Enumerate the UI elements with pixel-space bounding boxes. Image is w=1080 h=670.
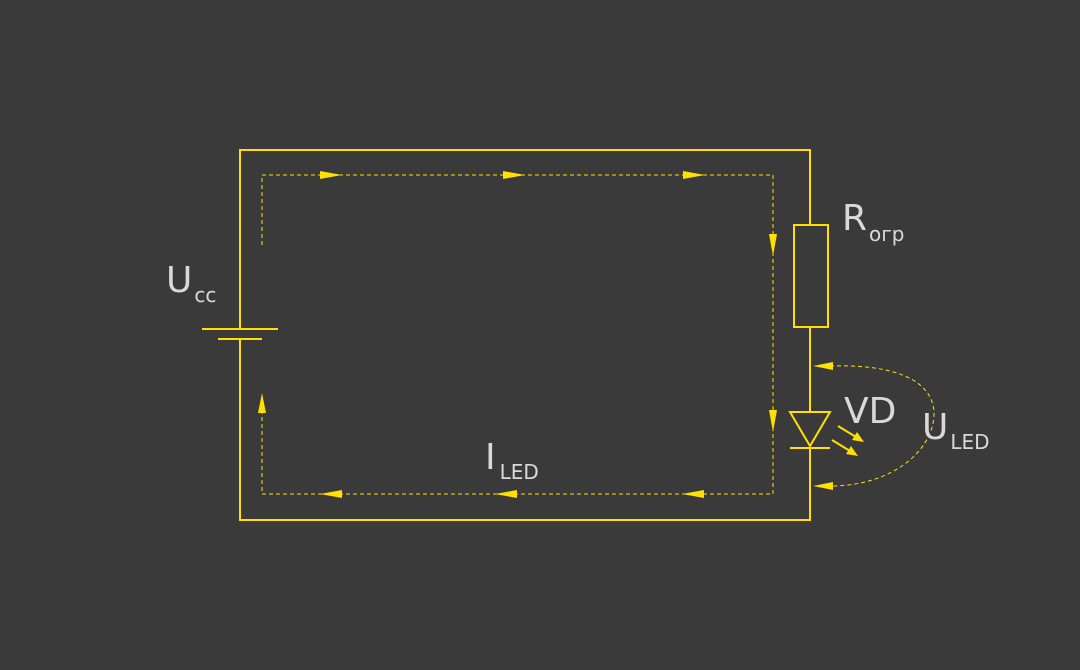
- flow-arrow-top-1: [320, 171, 342, 179]
- flow-arrow-left: [258, 393, 266, 413]
- flow-arrow-bottom-1: [682, 490, 704, 498]
- voltage-arrow-top: [813, 362, 833, 370]
- flow-arrow-bottom-3: [320, 490, 342, 498]
- light-emission-icon: [831, 425, 864, 456]
- flow-arrow-top-3: [683, 171, 705, 179]
- diode-label: VD: [844, 391, 896, 432]
- current-flow-path: [258, 171, 777, 498]
- led-voltage-indicator: [813, 362, 935, 490]
- battery-symbol: [202, 328, 278, 340]
- resistor-symbol: [793, 224, 829, 328]
- flow-arrow-bottom-2: [495, 490, 517, 498]
- led-triangle: [788, 411, 832, 448]
- flow-arrow-top-2: [503, 171, 525, 179]
- voltage-arrow-bottom: [813, 482, 833, 490]
- flow-line: [261, 174, 774, 495]
- flow-arrow-right-2: [769, 410, 777, 432]
- voltage-curve: [829, 365, 935, 487]
- wire-diode-to-bottom: [239, 339, 811, 521]
- circuit-wires: [239, 149, 811, 521]
- flow-arrow-right-1: [769, 234, 777, 256]
- led-symbol: [788, 411, 864, 456]
- wire-left-top: [239, 149, 811, 329]
